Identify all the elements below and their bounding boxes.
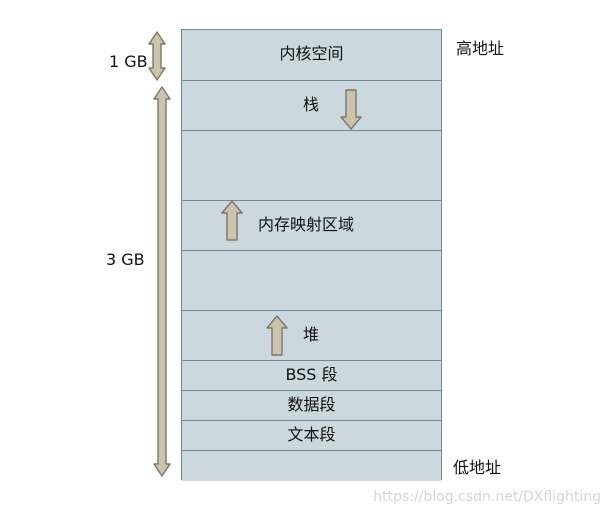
data-segment-label: 数据段: [287, 395, 336, 414]
watermark-url: https://blog.csdn.net/DXflighting: [373, 489, 601, 505]
kernel-size-label: 1 GB: [109, 52, 148, 71]
text-segment: 文本段: [182, 420, 441, 450]
heap-growth-up-arrow-icon: [266, 315, 288, 356]
memory-mapping-label: 内存映射区域: [258, 215, 355, 234]
data-segment: 数据段: [182, 390, 441, 420]
low-address-label: 低地址: [453, 458, 502, 477]
mapping-gap-segment: [182, 250, 441, 310]
mmap-growth-up-arrow-icon: [221, 200, 243, 241]
stack-label: 栈: [303, 95, 320, 114]
stack-segment: 栈: [182, 80, 441, 130]
bottom-reserved-segment: [182, 450, 441, 481]
bss-segment: BSS 段: [182, 360, 441, 390]
text-segment-label: 文本段: [287, 425, 336, 444]
stack-growth-down-arrow-icon: [340, 89, 362, 130]
user-size-label: 3 GB: [106, 250, 145, 269]
user-span-double-arrow-icon: [153, 86, 171, 477]
heap-segment: 堆: [182, 310, 441, 360]
heap-label: 堆: [303, 325, 320, 344]
kernel-space-segment: 内核空间: [182, 30, 441, 80]
kernel-span-double-arrow-icon: [148, 31, 166, 81]
stack-gap-segment: [182, 130, 441, 200]
high-address-label: 高地址: [456, 39, 505, 58]
kernel-space-label: 内核空间: [279, 44, 344, 63]
bss-label: BSS 段: [285, 365, 338, 384]
